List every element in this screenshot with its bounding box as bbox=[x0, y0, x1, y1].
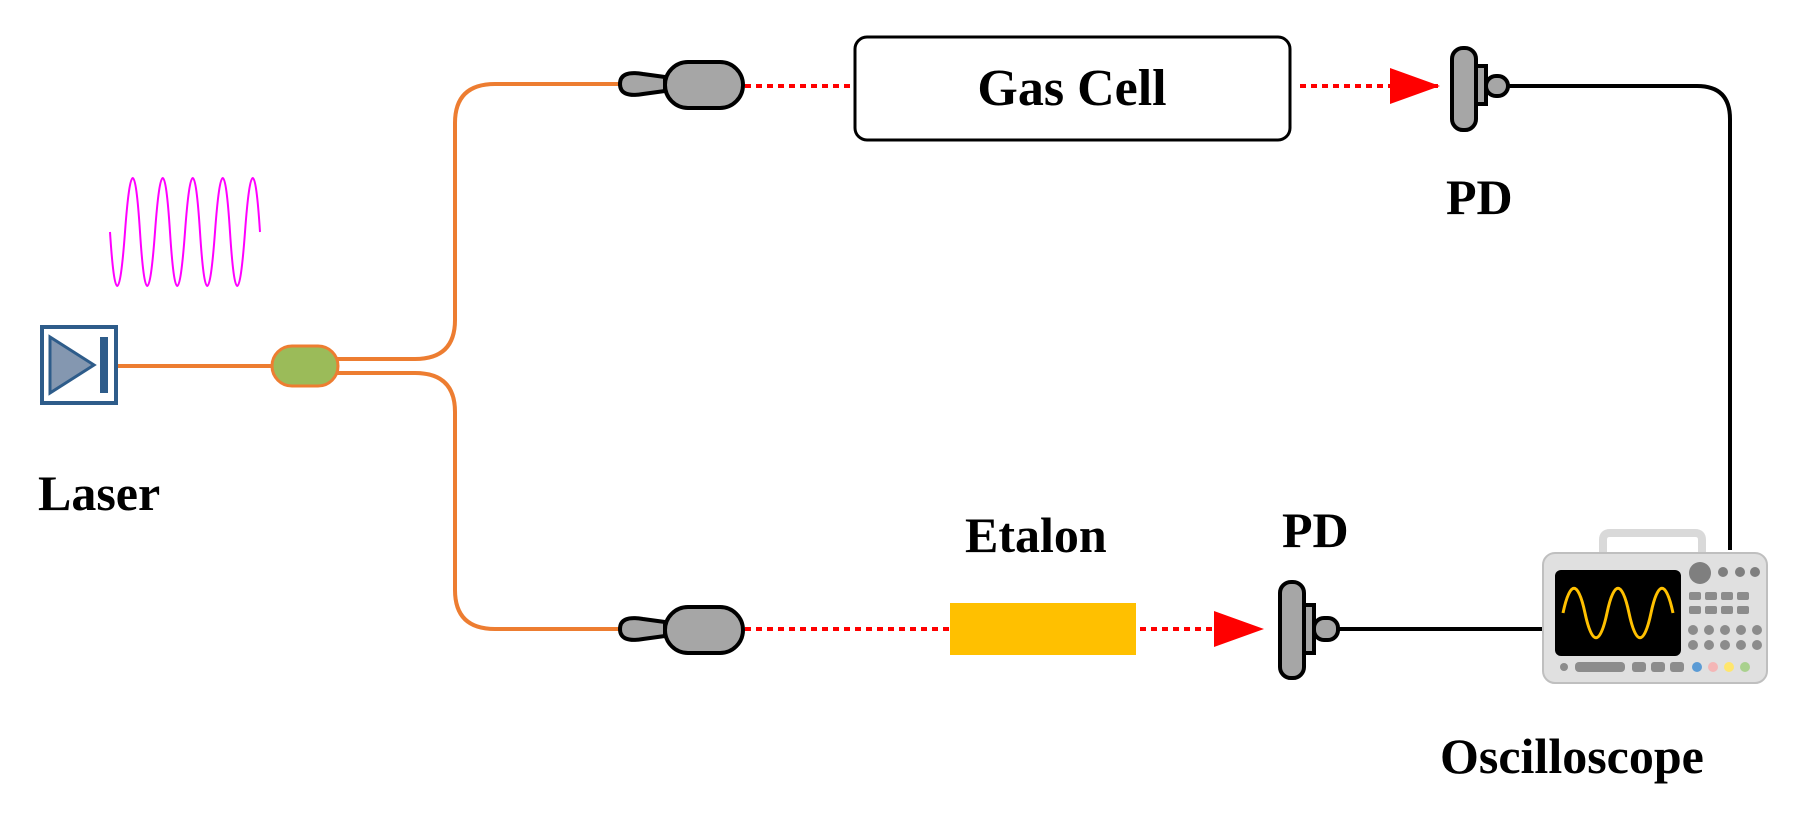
gas-cell-label: Gas Cell bbox=[977, 60, 1166, 117]
oscilloscope-icon bbox=[1542, 529, 1768, 684]
beam-top-arrow bbox=[1390, 68, 1440, 104]
pd-bottom-label: PD bbox=[1282, 502, 1349, 558]
pd-top-label: PD bbox=[1446, 169, 1513, 225]
photodetector-icon-bottom bbox=[1278, 580, 1340, 680]
collimator-icon-bottom bbox=[617, 605, 745, 655]
wire-top bbox=[1508, 84, 1732, 550]
gas-cell-box bbox=[853, 35, 1292, 142]
collimator-icon-top bbox=[617, 60, 745, 110]
oscilloscope-label: Oscilloscope bbox=[1440, 728, 1704, 784]
laser-diode-icon bbox=[40, 325, 118, 405]
etalon-block bbox=[950, 603, 1136, 655]
frequency-sweep-icon bbox=[109, 177, 261, 287]
fiber-lines bbox=[118, 82, 620, 631]
beam-bottom-arrow bbox=[1214, 611, 1264, 647]
fiber-coupler-icon bbox=[270, 344, 340, 388]
laser-label: Laser bbox=[38, 465, 160, 521]
photodetector-icon-top bbox=[1450, 46, 1510, 132]
etalon-label: Etalon bbox=[965, 507, 1107, 563]
